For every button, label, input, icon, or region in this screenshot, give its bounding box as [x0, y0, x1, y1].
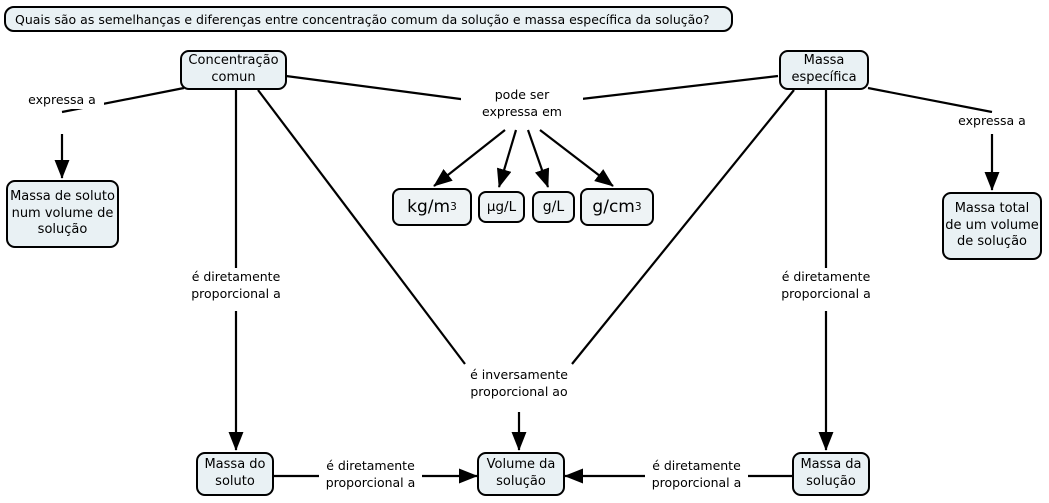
link-label-diretamente-proporcional-left: é diretamente proporcional a — [175, 269, 297, 302]
link-label-expressa-a-left: expressa a — [20, 92, 104, 109]
node-massa-do-soluto-label: Massa do soluto — [204, 457, 266, 489]
link-label-inversamente-proporcional: é inversamente proporcional ao — [452, 367, 586, 400]
unit-node-g-per-l[interactable]: g/L — [532, 191, 575, 223]
edge-pode-ser-to-gcm3 — [539, 129, 614, 187]
link-label-diretamente-proporcional-right: é diretamente proporcional a — [765, 269, 887, 302]
node-massa-especifica[interactable]: Massa específica — [779, 50, 869, 90]
edge-pode-ser-to-ugl — [496, 129, 518, 188]
node-massa-de-soluto-num-volume[interactable]: Massa de soluto num volume de solução — [6, 180, 119, 248]
unit-kg-per-m3-base: kg/m — [407, 197, 451, 217]
node-massa-total-volume[interactable]: Massa total de um volume de solução — [942, 192, 1042, 260]
edge-me-to-expressa-right — [867, 86, 993, 114]
node-massa-total-label: Massa total de um volume de solução — [945, 201, 1039, 250]
focus-question-box: Quais são as semelhanças e diferenças en… — [4, 6, 733, 32]
node-volume-da-solucao[interactable]: Volume da solução — [477, 452, 565, 496]
node-volume-da-solucao-label: Volume da solução — [486, 457, 556, 489]
edge-pode-ser-to-gl — [526, 129, 550, 188]
edge-me-to-inversamente — [571, 89, 795, 365]
node-concentracao-comum-label: Concentração comun — [188, 53, 279, 85]
unit-g-per-cm3-base: g/cm — [592, 197, 635, 217]
link-label-pode-ser-expressa-em: pode ser expressa em — [461, 87, 583, 120]
node-massa-especifica-label: Massa específica — [791, 53, 857, 85]
node-massa-da-solucao[interactable]: Massa da solução — [792, 452, 870, 496]
edge-cc-to-pode-ser — [285, 74, 469, 102]
link-label-diretamente-proporcional-bottom-right: é diretamente proporcional a — [645, 458, 748, 491]
link-label-expressa-a-right: expressa a — [950, 113, 1034, 130]
node-massa-de-soluto-label: Massa de soluto num volume de solução — [10, 189, 115, 238]
focus-question-text: Quais são as semelhanças e diferenças en… — [15, 11, 710, 27]
unit-ug-per-l-base: μg/L — [486, 199, 517, 215]
unit-g-per-l-base: g/L — [542, 199, 565, 215]
node-massa-da-solucao-label: Massa da solução — [800, 457, 862, 489]
node-concentracao-comum[interactable]: Concentração comun — [180, 50, 287, 90]
link-label-diretamente-proporcional-bottom-left: é diretamente proporcional a — [319, 458, 422, 491]
edge-pode-ser-to-kgm3 — [433, 129, 506, 187]
edge-me-to-pode-ser — [563, 74, 779, 103]
unit-node-ug-per-l[interactable]: μg/L — [478, 191, 525, 223]
edge-cc-to-inversamente — [257, 89, 466, 365]
node-massa-do-soluto[interactable]: Massa do soluto — [196, 452, 274, 496]
